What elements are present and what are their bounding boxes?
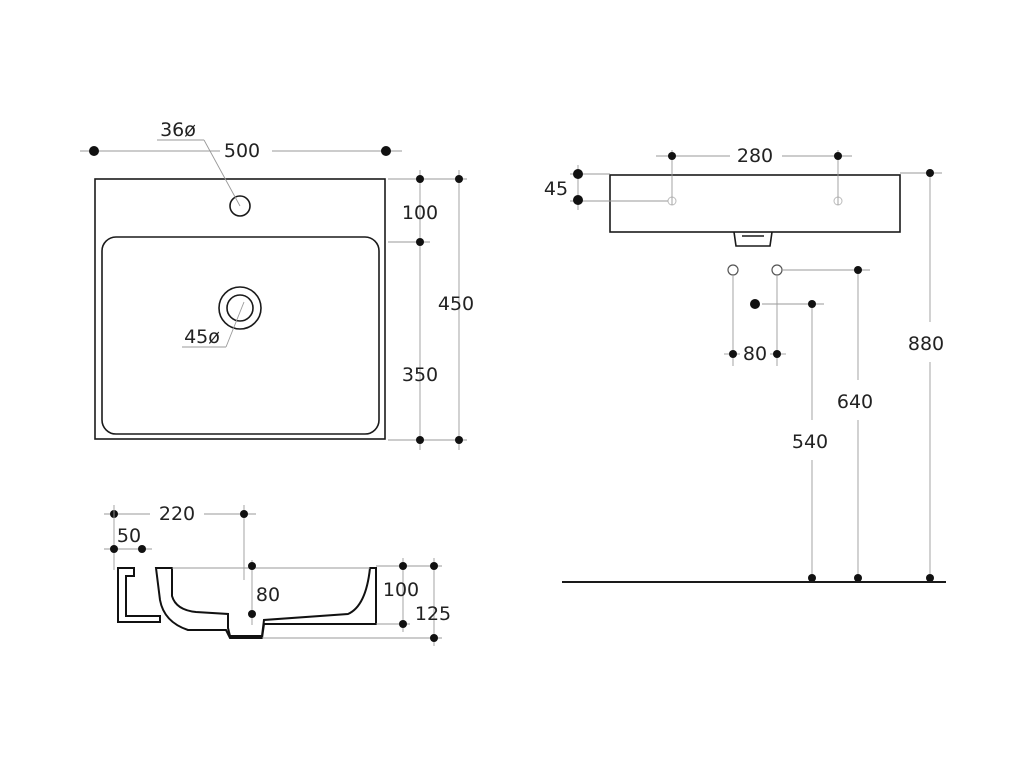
section-bowl: [154, 567, 377, 639]
supply-height-label: 640: [837, 391, 873, 413]
dim-dot: [573, 195, 583, 205]
basin-outline: [94, 178, 386, 440]
dim-dot: [834, 152, 842, 160]
section-offset-label: 220: [159, 503, 195, 525]
dim-dot: [854, 574, 862, 582]
section-height-label: 100: [383, 579, 419, 601]
dim-dot: [89, 146, 99, 156]
dim-dot: [399, 620, 407, 628]
tap-hole: [229, 195, 251, 217]
drain-label: 45ø: [184, 326, 220, 348]
dim-dot: [808, 300, 816, 308]
drain-connection: [750, 299, 760, 309]
top-view: 500 36ø 45ø 100 350 450: [80, 119, 474, 450]
drain-height-label: 540: [792, 431, 828, 453]
section-rim-label: 50: [117, 525, 141, 547]
tap-hole-label: 36ø: [160, 119, 196, 141]
fixing-height-label: 45: [544, 178, 568, 200]
dim-dot: [240, 510, 248, 518]
dim-dot: [668, 152, 676, 160]
dim-dot: [926, 574, 934, 582]
section-view: 220 50 80 100 125: [104, 503, 451, 646]
front-waste: [733, 231, 773, 247]
bowl-outline: [101, 236, 380, 435]
section-total-height-label: 125: [415, 603, 451, 625]
dim-dot: [773, 350, 781, 358]
dim-dot: [854, 266, 862, 274]
width-label: 500: [224, 140, 260, 162]
dim-dot: [416, 436, 424, 444]
supply-spacing-label: 80: [743, 343, 767, 365]
supply-cold: [727, 264, 739, 276]
dim-dot: [808, 574, 816, 582]
dim-dot: [110, 545, 118, 553]
bowl-depth-label: 350: [402, 364, 438, 386]
dim-dot: [381, 146, 391, 156]
dim-dot: [138, 545, 146, 553]
dim-dot: [248, 610, 256, 618]
dim-dot: [430, 634, 438, 642]
front-view: 280 45 80 540 640: [544, 145, 946, 583]
section-rim: [117, 567, 161, 623]
dim-dot: [416, 238, 424, 246]
dim-dot: [455, 436, 463, 444]
dim-dot: [399, 562, 407, 570]
supply-hot: [771, 264, 783, 276]
dim-dot: [729, 350, 737, 358]
dim-dot: [430, 562, 438, 570]
drain-inner: [226, 294, 254, 322]
dim-dot: [416, 175, 424, 183]
drain-outer: [218, 286, 262, 330]
top-height-label: 880: [908, 333, 944, 355]
total-depth-label: 450: [438, 293, 474, 315]
dim-dot: [248, 562, 256, 570]
dim-dot: [455, 175, 463, 183]
section-bowl-label: 80: [256, 584, 280, 606]
front-basin-outline: [609, 174, 901, 233]
top-margin-label: 100: [402, 202, 438, 224]
dim-dot: [573, 169, 583, 179]
fixing-spacing-label: 280: [737, 145, 773, 167]
dim-dot: [926, 169, 934, 177]
